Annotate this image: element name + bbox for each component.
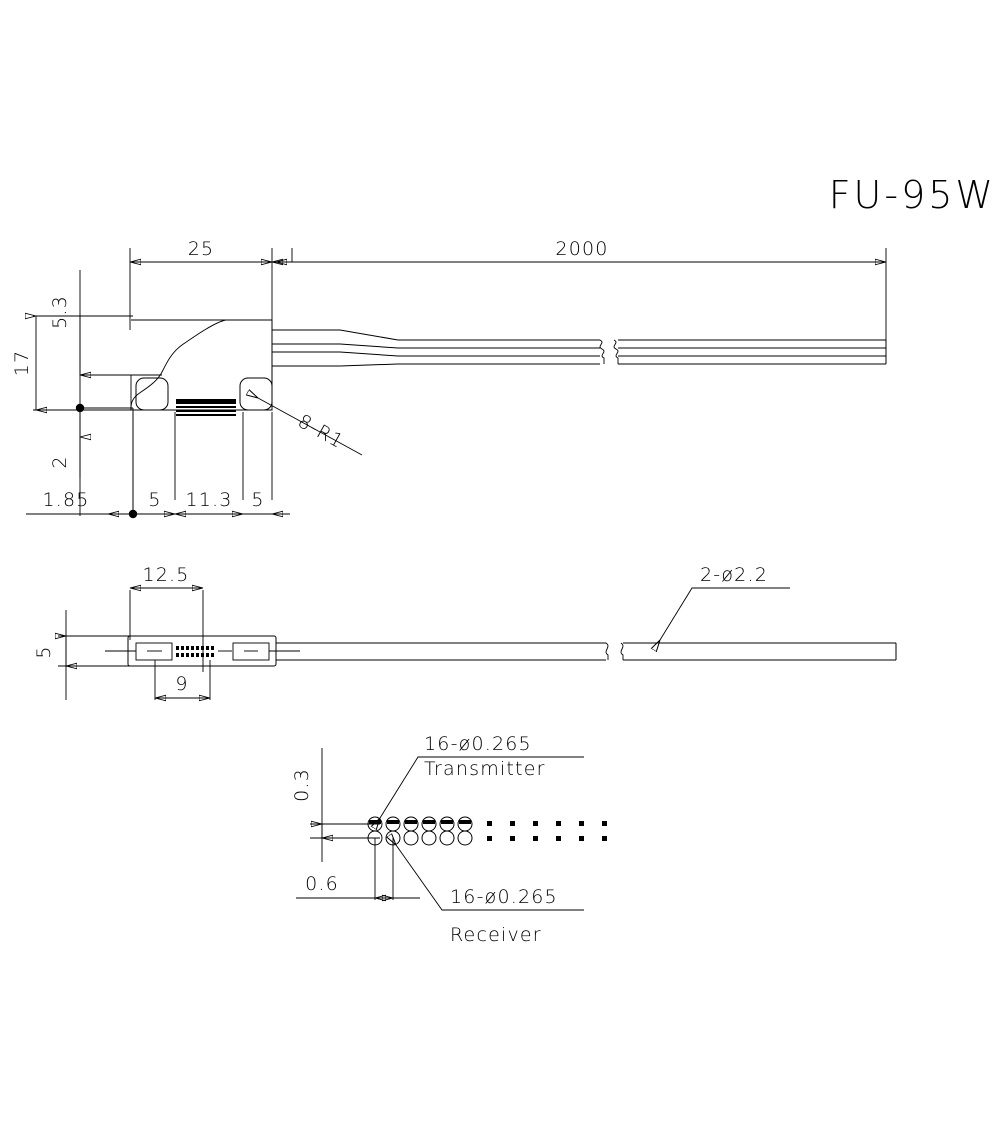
callout-label-transmitter: Transmitter [424,758,546,780]
dim-row-gap-0p3: 0.3 [291,768,322,838]
callout-8-R1: 8-R1 [258,398,363,456]
callout-transmitter: 16-ø0.265 Transmitter [380,733,584,818]
callout-label-receiver-dia: 16-ø0.265 [450,886,558,908]
callout-label-transmitter-dia: 16-ø0.265 [424,733,532,755]
top-view: 25 2000 17 5.3 2 1.8 [11,238,887,519]
fiber-circles [367,816,607,846]
dim-offset-5p3: 5.3 [49,295,80,375]
dim-body-width-17: 17 [11,316,36,410]
dim-window-12p5: 12.5 [130,564,203,588]
callout-label-8-R1: 8-R1 [294,410,348,453]
dim-value-2: 2 [49,455,71,468]
callout-2-dia2p2: 2-ø2.2 [660,564,790,640]
dim-value-5-side: 5 [33,645,55,658]
callout-receiver: 16-ø0.265 Receiver [396,845,584,946]
dim-value-0p6: 0.6 [305,873,339,895]
dim-offset-2: 2 [49,410,80,469]
side-view: 12.5 5 9 [33,564,897,700]
fiber-continuation-dots [487,821,607,841]
dim-value-5-right: 5 [251,489,264,511]
dim-value-2000: 2000 [555,238,608,260]
dim-value-9: 9 [175,673,188,695]
mounting-hole-left [135,377,169,411]
dim-value-5-left: 5 [148,489,161,511]
sensing-window [176,399,236,416]
fiber-detail-view: 0.3 0.6 [291,733,607,946]
top-view-extension-lines [33,248,887,516]
fiber-overlap-marks [369,820,471,824]
dim-chain-bottom: 1.85 5 11.3 5 [26,489,290,514]
cable-side-view [276,642,897,661]
dim-body-length-25: 25 [130,238,296,262]
cable-pair-top-view [272,329,887,367]
dim-value-1p85: 1.85 [42,489,89,511]
receiver-row [367,830,473,846]
dim-value-17: 17 [11,350,33,377]
dim-height-5: 5 [33,636,66,666]
callout-label-receiver: Receiver [450,924,542,946]
dim-pitch-0p6: 0.6 [296,873,420,898]
dim-value-12p5: 12.5 [142,564,189,586]
sensor-body-side [105,635,300,667]
drawing-title: FU-95W [829,173,996,217]
transmitter-row [367,816,473,832]
dim-value-5p3: 5.3 [49,295,71,329]
dim-value-11p3: 11.3 [185,489,232,511]
dim-value-25: 25 [188,238,215,260]
sensor-body-top [86,319,273,416]
mounting-hole-right [239,377,273,411]
dim-array-9: 9 [155,673,210,698]
fiber-array-side [176,646,214,657]
dim-cable-length-2000: 2000 [276,238,886,262]
dim-value-0p3: 0.3 [291,768,313,802]
callout-label-2-dia2p2: 2-ø2.2 [700,564,768,586]
